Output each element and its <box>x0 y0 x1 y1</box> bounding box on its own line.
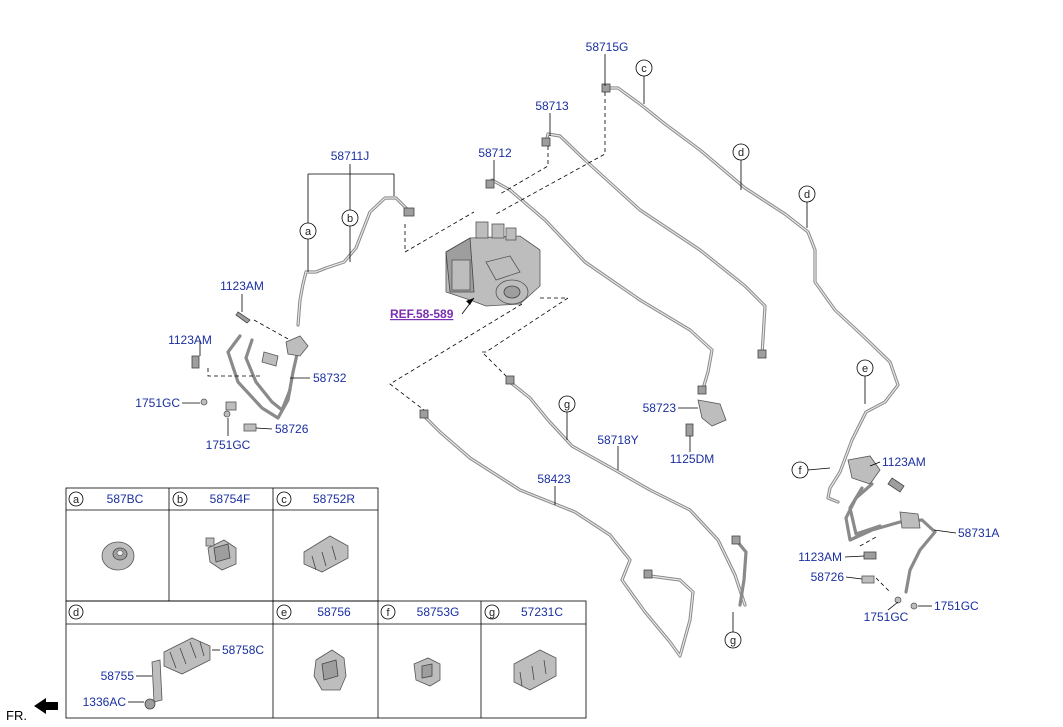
legend-g-clip <box>513 649 557 691</box>
legend-e-circle <box>276 604 292 620</box>
washer-1751GC-a <box>200 398 208 406</box>
svg-text:f: f <box>386 607 390 619</box>
svg-text:f: f <box>798 465 802 477</box>
legend-c-clip <box>303 535 349 573</box>
callout-e <box>856 359 874 377</box>
svg-text:d: d <box>804 189 810 201</box>
legend-d-1336AC: 1336AC <box>83 695 127 709</box>
svg-text:e: e <box>281 607 287 619</box>
callout-a <box>299 222 317 240</box>
pipe-58713 <box>544 132 767 357</box>
svg-text:c: c <box>281 494 287 506</box>
label-1751GC-c: 1751GC <box>864 610 909 624</box>
svg-text:a: a <box>73 494 80 506</box>
label-1751GC-a: 1751GC <box>135 396 180 410</box>
legend-d-58755: 58755 <box>101 669 135 683</box>
svg-text:a: a <box>305 226 312 238</box>
bolt-1123AM-c <box>887 477 905 493</box>
legend-b-clip <box>205 537 237 571</box>
label-ref-58-589: REF.58-589 <box>390 307 454 321</box>
bracket-58723 <box>697 399 727 427</box>
bolt-1123AM-d <box>863 551 877 560</box>
label-58712: 58712 <box>478 146 512 160</box>
legend-e-part: 58756 <box>317 605 351 619</box>
front-indicator: FR. <box>6 698 58 723</box>
brake-pipes <box>226 86 937 658</box>
label-58731A: 58731A <box>958 526 999 540</box>
washer-1751GC-d <box>910 602 918 610</box>
legend-g-circle <box>484 604 500 620</box>
label-1125DM: 1125DM <box>670 452 714 466</box>
callout-g-2 <box>724 631 742 649</box>
label-58718Y: 58718Y <box>597 433 638 447</box>
svg-text:g: g <box>489 607 495 619</box>
label-58423: 58423 <box>537 472 571 486</box>
front-arrow-icon <box>34 698 58 714</box>
legend-f-part: 58753G <box>417 605 460 619</box>
svg-text:b: b <box>177 494 183 506</box>
hose-58732 <box>226 334 300 420</box>
legend-g-part: 57231C <box>521 605 563 619</box>
label-1751GC-d: 1751GC <box>934 599 979 613</box>
bracket-right <box>847 455 881 485</box>
legend-c-circle <box>276 491 292 507</box>
svg-text:b: b <box>347 213 353 225</box>
callout-circles: a b c d d e f g g <box>299 59 874 649</box>
bracket-left <box>285 335 309 357</box>
svg-text:g: g <box>730 635 736 647</box>
label-58713: 58713 <box>535 99 569 113</box>
label-58711J: 58711J <box>331 149 369 163</box>
callout-g-1 <box>558 395 576 413</box>
legend-d-clip-assembly <box>128 637 220 710</box>
bolt-58726-b <box>861 575 875 584</box>
callout-d-2 <box>798 185 816 203</box>
bolt-1123AM-a <box>235 311 251 324</box>
legend-a-grommet <box>101 541 135 571</box>
small-parts <box>191 83 921 610</box>
label-1751GC-b: 1751GC <box>206 438 251 452</box>
abs-unit <box>445 221 541 307</box>
hose-58731A <box>844 482 937 594</box>
legend-f-clip <box>413 657 441 687</box>
legend-f-circle <box>380 604 396 620</box>
legend-d-circle <box>68 604 84 620</box>
svg-text:c: c <box>641 63 647 75</box>
label-1123AM-d: 1123AM <box>798 550 842 564</box>
svg-text:e: e <box>862 363 868 375</box>
bolt-1125DM <box>685 423 694 437</box>
svg-text:g: g <box>564 399 570 411</box>
label-58723: 58723 <box>643 401 677 415</box>
callout-f <box>791 461 809 479</box>
label-58726-b: 58726 <box>811 570 845 584</box>
label-1123AM-c: 1123AM <box>882 455 926 469</box>
label-58732: 58732 <box>313 371 347 385</box>
legend-b-part: 58754F <box>210 492 251 506</box>
pipe-58715G <box>603 86 900 504</box>
label-1123AM-a: 1123AM <box>220 279 264 293</box>
legend-c-part: 58752R <box>313 492 355 506</box>
pipe-58423 <box>422 414 695 658</box>
legend-d-58758C: 58758C <box>222 643 264 657</box>
front-label: FR. <box>6 708 27 723</box>
washer-1751GC-b <box>223 410 231 418</box>
legend-b-circle <box>172 491 188 507</box>
part-labels: 58715G 58713 58712 58711J 1123AM 1123AM … <box>135 40 999 624</box>
label-1123AM-b: 1123AM <box>168 333 212 347</box>
label-58715G: 58715G <box>586 40 629 54</box>
label-58726-a: 58726 <box>275 422 309 436</box>
bolt-1123AM-b <box>191 355 200 369</box>
legend-table: a 587BC b 58754F c 58752R d e 58756 f 58… <box>65 487 587 719</box>
legend-a-circle <box>68 491 84 507</box>
washer-1751GC-c <box>894 596 902 604</box>
callout-d-1 <box>732 143 750 161</box>
legend-a-part: 587BC <box>107 492 144 506</box>
legend-e-clip <box>313 649 347 691</box>
svg-text:d: d <box>73 607 79 619</box>
bolt-58726-a <box>243 423 257 432</box>
callout-b <box>341 209 359 227</box>
svg-text:d: d <box>738 147 744 159</box>
callout-c <box>635 59 653 77</box>
